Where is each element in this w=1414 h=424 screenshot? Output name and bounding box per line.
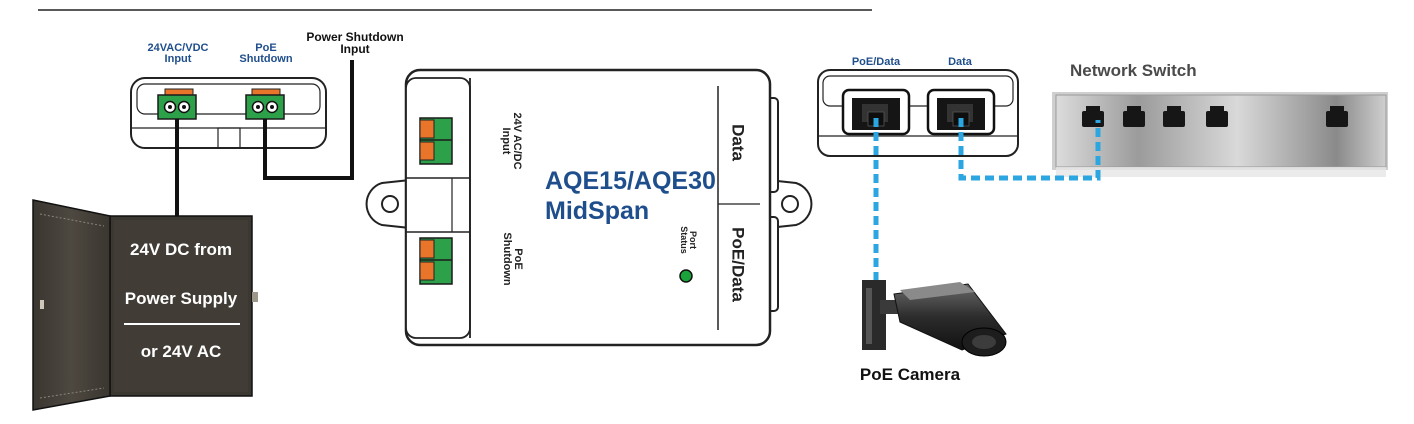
midspan-title: AQE15/AQE30 MidSpan — [545, 166, 716, 226]
midspan-power-input-label: 24V AC/DC Input — [500, 112, 523, 170]
port-status-led — [679, 269, 693, 283]
midspan-model: AQE15/AQE30 — [545, 167, 716, 195]
psu-line-3: or 24V AC — [140, 342, 222, 361]
switch-port — [1163, 106, 1185, 127]
shutdown-wire — [263, 60, 354, 180]
data-port-label: Data — [948, 56, 972, 68]
input-connector-block — [130, 77, 327, 149]
psu-line-2: Power Supply — [124, 289, 238, 308]
poe-data-port — [841, 88, 911, 136]
port-status-label: Port Status — [679, 226, 698, 254]
switch-port — [1326, 106, 1348, 127]
switch-port — [1206, 106, 1228, 127]
midspan-power-terminal — [419, 117, 453, 165]
network-switch — [1052, 92, 1388, 177]
network-switch-title: Network Switch — [1070, 61, 1197, 80]
midspan-poe-shutdown-label: PoE Shutdown — [501, 232, 524, 286]
poe-camera-label: PoE Camera — [859, 365, 961, 384]
midspan-data-label: Data — [728, 124, 748, 161]
midspan-poe-data-label: PoE/Data — [728, 227, 748, 302]
poe-shutdown-label: PoE Shutdown — [239, 42, 293, 65]
port-block — [817, 69, 1019, 157]
switch-port — [1123, 106, 1145, 127]
midspan-device — [365, 68, 813, 347]
power-supply-box — [32, 199, 258, 411]
psu-line-1: 24V DC from — [129, 240, 233, 259]
power-shutdown-input-label: Power Shutdown Input — [306, 30, 404, 56]
power-input-label: 24VAC/VDC Input — [147, 42, 209, 65]
poe-data-port-label: PoE/Data — [851, 56, 901, 68]
midspan-shutdown-terminal — [419, 237, 453, 285]
poe-camera — [862, 280, 1007, 357]
midspan-name: MidSpan — [545, 197, 650, 225]
data-port — [926, 88, 996, 136]
switch-cable — [958, 118, 1101, 181]
poe-shutdown-terminal — [245, 88, 285, 120]
